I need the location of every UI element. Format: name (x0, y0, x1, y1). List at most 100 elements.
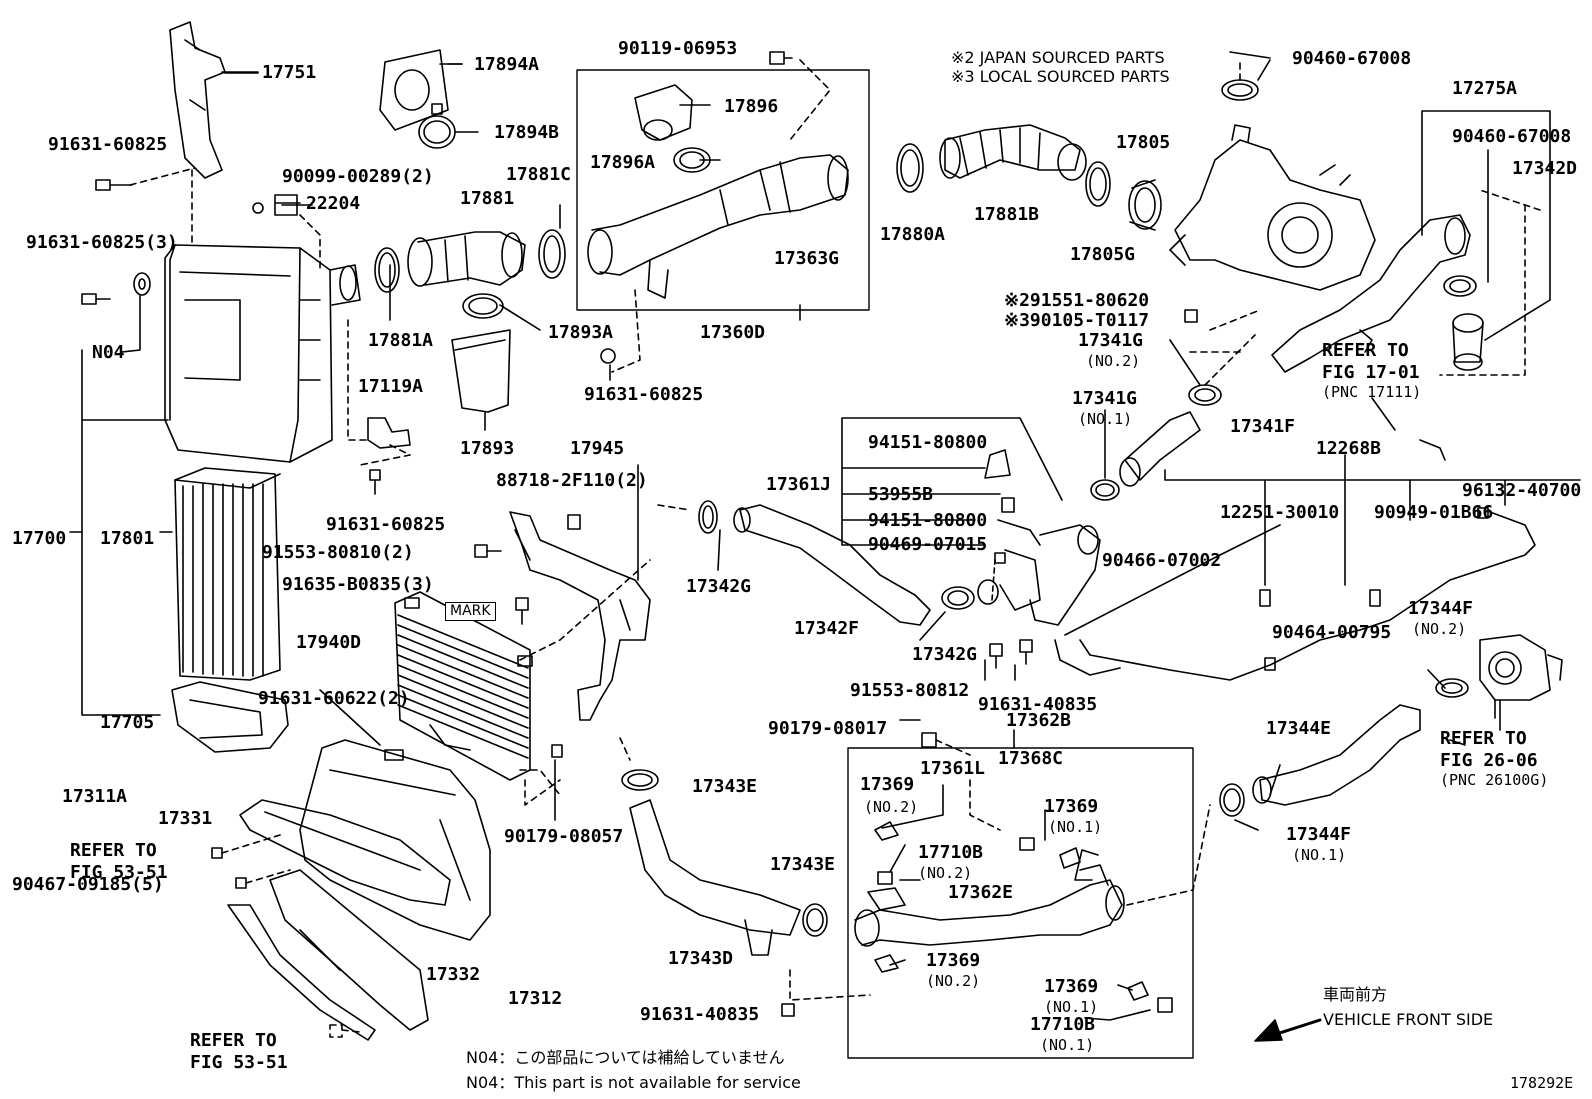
clamp-17341G-no1 (1090, 479, 1120, 501)
part-90469-07015[interactable]: 90469-07015 (868, 534, 988, 555)
part-17275A[interactable]: 17275A (1452, 78, 1518, 99)
part-90460-67008-top[interactable]: 90460-67008 (1292, 48, 1412, 69)
refer-fig-17-01[interactable]: REFER TO FIG 17-01 (PNC 17111) (1322, 340, 1421, 401)
part-91635-B0835[interactable]: 91635-B0835(3) (282, 574, 434, 595)
cap-17710B-no2 (877, 871, 893, 885)
part-17344F-no2[interactable]: 17344F (1408, 598, 1474, 619)
part-90949-01B66[interactable]: 90949-01B66 (1374, 502, 1494, 523)
part-17362B[interactable]: 17362B (1006, 710, 1072, 731)
part-91631-60622[interactable]: 91631-60622(2) (258, 688, 410, 709)
part-12251-30010[interactable]: 12251-30010 (1220, 502, 1340, 523)
air-duct-17751 (169, 21, 226, 179)
part-17369-no2-b[interactable]: 17369 (926, 950, 981, 971)
part-90179-08017[interactable]: 90179-08017 (768, 718, 888, 739)
part-N04[interactable]: N04 (92, 342, 125, 363)
part-91553-80812[interactable]: 91553-80812 (850, 680, 970, 701)
part-91631-60825-d[interactable]: 91631-60825 (584, 384, 704, 405)
part-90467-09185[interactable]: 90467-09185(5) (12, 874, 164, 895)
part-17363G[interactable]: 17363G (774, 248, 840, 269)
part-17751[interactable]: 17751 (262, 62, 317, 83)
part-17361L[interactable]: 17361L (920, 758, 986, 779)
qualifier-no1: (NO.1) (1040, 1036, 1095, 1054)
part-91631-40835-b[interactable]: 91631-40835 (640, 1004, 760, 1025)
qualifier-no1: (NO.1) (1292, 846, 1347, 864)
refer-fig-53-51-a[interactable]: REFER TO FIG 53-51 (70, 840, 168, 883)
part-17881C[interactable]: 17881C (506, 164, 572, 185)
part-17343E-a[interactable]: 17343E (692, 776, 758, 797)
part-17344E[interactable]: 17344E (1266, 718, 1332, 739)
part-90179-08057[interactable]: 90179-08057 (504, 826, 624, 847)
part-17881[interactable]: 17881 (460, 188, 515, 209)
part-90466-07002[interactable]: 90466-07002 (1102, 550, 1222, 571)
part-17362E[interactable]: 17362E (948, 882, 1014, 903)
part-17343E-b[interactable]: 17343E (770, 854, 836, 875)
part-291551-80620[interactable]: ※291551-80620 (1004, 290, 1150, 311)
part-17311A[interactable]: 17311A (62, 786, 128, 807)
part-17360D[interactable]: 17360D (700, 322, 766, 343)
part-17341G-no1[interactable]: 17341G (1072, 388, 1138, 409)
part-17332[interactable]: 17332 (426, 964, 481, 985)
part-17331[interactable]: 17331 (158, 808, 213, 829)
part-17700[interactable]: 17700 (12, 528, 67, 549)
part-17369-no1-b[interactable]: 17369 (1044, 976, 1099, 997)
part-17369-no1-a[interactable]: 17369 (1044, 796, 1099, 817)
part-17896[interactable]: 17896 (724, 96, 779, 117)
refer-fig-53-51-b[interactable]: REFER TO FIG 53-51 (190, 1030, 288, 1073)
part-17342G-b[interactable]: 17342G (912, 644, 978, 665)
part-17940D[interactable]: 17940D (296, 632, 362, 653)
part-17881B[interactable]: 17881B (974, 204, 1040, 225)
part-17341F[interactable]: 17341F (1230, 416, 1296, 437)
part-17369-no2-a[interactable]: 17369 (860, 774, 915, 795)
refer-fig-26-06[interactable]: REFER TO FIG 26-06 (PNC 26100G) (1440, 728, 1548, 789)
part-17945[interactable]: 17945 (570, 438, 625, 459)
part-12268B[interactable]: 12268B (1316, 438, 1382, 459)
local-sourced-note: ※3 LOCAL SOURCED PARTS (951, 67, 1170, 86)
part-91631-60825[interactable]: 91631-60825 (48, 134, 168, 155)
part-17119A[interactable]: 17119A (358, 376, 424, 397)
part-91631-40835-a[interactable]: 91631-40835 (978, 694, 1098, 715)
part-17805G[interactable]: 17805G (1070, 244, 1136, 265)
part-17343D[interactable]: 17343D (668, 948, 734, 969)
part-17710B-no1[interactable]: 17710B (1030, 1014, 1096, 1035)
part-17342G-a[interactable]: 17342G (686, 576, 752, 597)
part-22204[interactable]: 22204 (306, 193, 361, 214)
seal-17312 (269, 869, 429, 1031)
part-90099-00289[interactable]: 90099-00289(2) (282, 166, 434, 187)
part-17341G-no2[interactable]: 17341G (1078, 330, 1144, 351)
part-94151-80800-a[interactable]: 94151-80800 (868, 432, 988, 453)
part-94151-80800-b[interactable]: 94151-80800 (868, 510, 988, 531)
part-90464-00795[interactable]: 90464-00795 (1272, 622, 1392, 643)
part-17801[interactable]: 17801 (100, 528, 155, 549)
part-17710B-no2[interactable]: 17710B (918, 842, 984, 863)
part-17893A[interactable]: 17893A (548, 322, 614, 343)
part-17342F[interactable]: 17342F (794, 618, 860, 639)
part-390105-T0117[interactable]: ※390105-T0117 (1004, 310, 1150, 331)
adapter-17805 (1128, 179, 1162, 231)
part-91631-60825-3[interactable]: 91631-60825(3) (26, 232, 178, 253)
qualifier-no2: (NO.2) (1086, 352, 1141, 370)
part-88718-2F110[interactable]: 88718-2F110(2) (496, 470, 648, 491)
part-17312[interactable]: 17312 (508, 988, 563, 1009)
part-17342D[interactable]: 17342D (1512, 158, 1578, 179)
part-91631-60825-mid[interactable]: 91631-60825 (326, 514, 446, 535)
part-53955B[interactable]: 53955B (868, 484, 934, 505)
part-17361J[interactable]: 17361J (766, 474, 832, 495)
part-17880A[interactable]: 17880A (880, 224, 946, 245)
part-17881A[interactable]: 17881A (368, 330, 434, 351)
part-17894B[interactable]: 17894B (494, 122, 560, 143)
part-90460-67008-r[interactable]: 90460-67008 (1452, 126, 1572, 147)
part-17896A[interactable]: 17896A (590, 152, 656, 173)
bolt-91631-60825-d (600, 348, 616, 364)
part-17894A[interactable]: 17894A (474, 54, 540, 75)
part-17344F-no1[interactable]: 17344F (1286, 824, 1352, 845)
part-91553-80810[interactable]: 91553-80810(2) (262, 542, 414, 563)
part-90119-06953[interactable]: 90119-06953 (618, 38, 738, 59)
part-96132-40700[interactable]: 96132-40700 (1462, 480, 1582, 501)
pipe-17363G (587, 154, 849, 299)
part-17705[interactable]: 17705 (100, 712, 155, 733)
grommet-N04 (133, 272, 151, 296)
part-17805[interactable]: 17805 (1116, 132, 1171, 153)
part-17368C[interactable]: 17368C (998, 748, 1064, 769)
part-17893[interactable]: 17893 (460, 438, 515, 459)
